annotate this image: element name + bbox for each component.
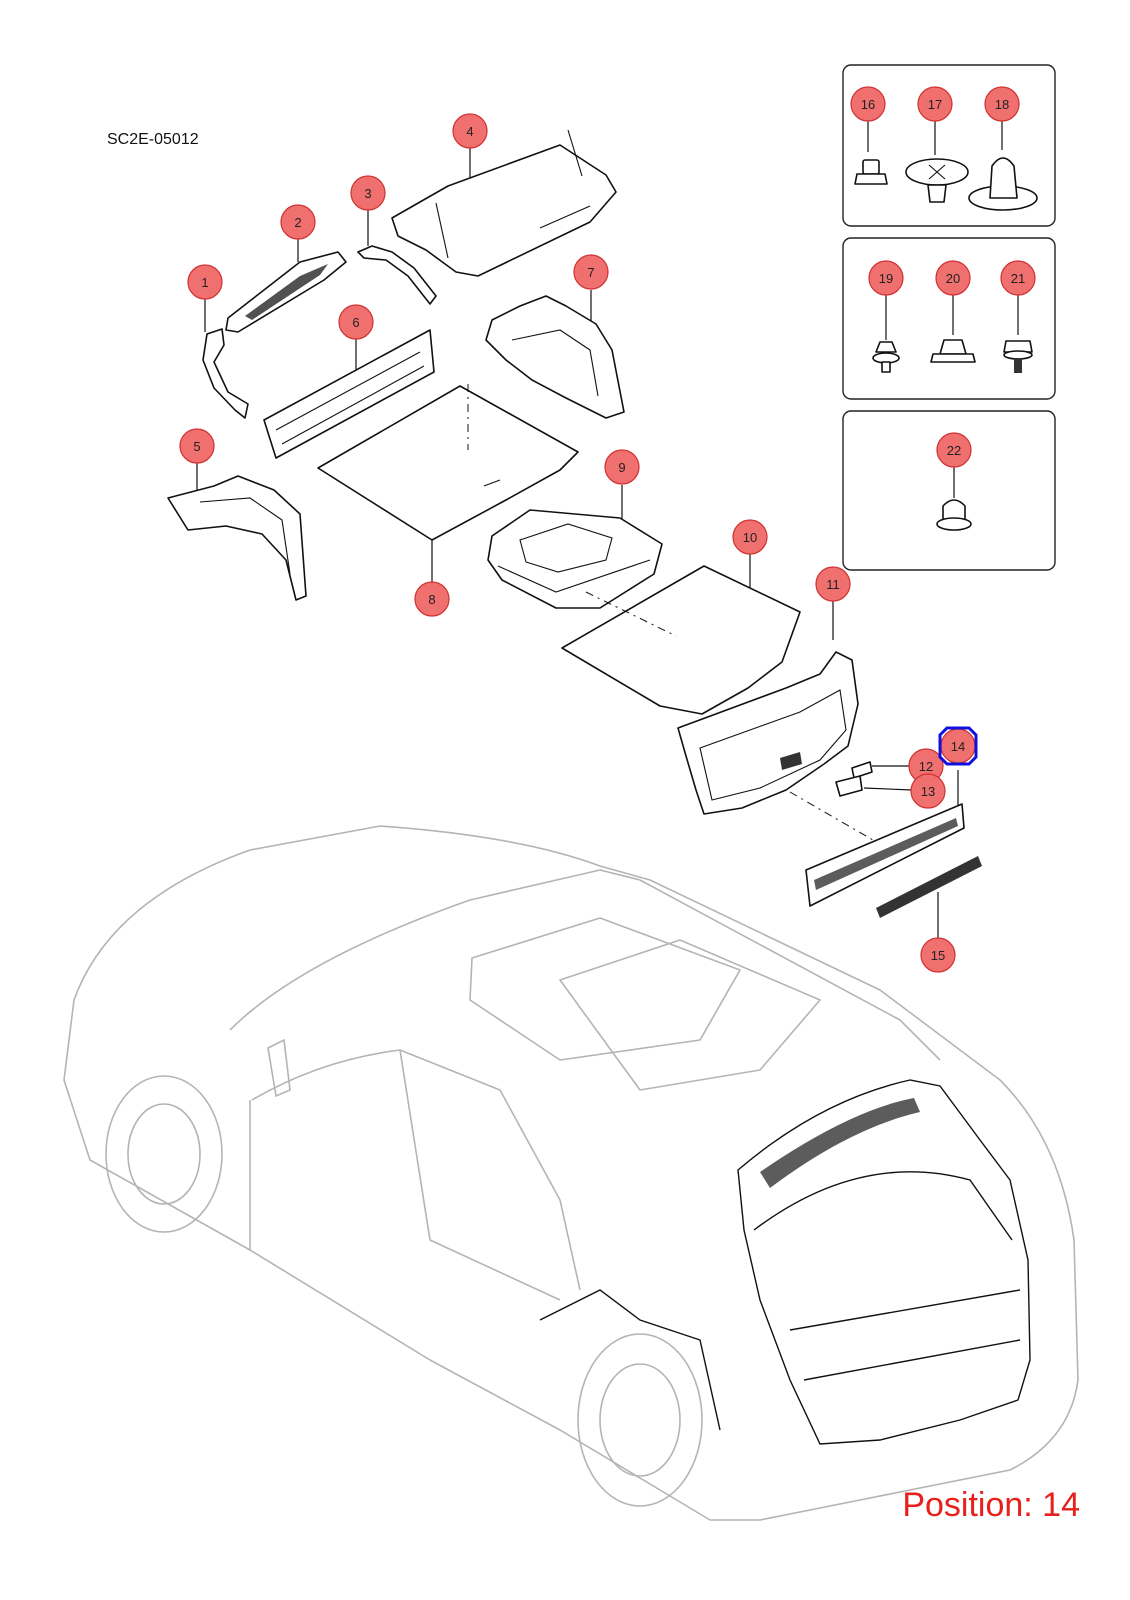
callout-16-label: 16	[861, 97, 875, 112]
callout-5[interactable]: 5	[179, 428, 215, 464]
part-1-pillar-trim	[202, 296, 249, 419]
callout-7-label: 7	[587, 265, 594, 280]
callout-8[interactable]: 8	[414, 581, 450, 617]
position-label: Position: 14	[902, 1486, 1080, 1524]
callout-4[interactable]: 4	[452, 113, 488, 149]
callout-21[interactable]: 21	[1000, 260, 1036, 296]
callout-14-label: 14	[951, 739, 965, 754]
callout-15[interactable]: 15	[920, 937, 956, 973]
part-13-bracket	[835, 775, 913, 797]
callout-1[interactable]: 1	[187, 264, 223, 300]
callout-16[interactable]: 16	[850, 86, 886, 122]
clip-16-part	[854, 159, 888, 185]
part-5-left-quarter-trim	[167, 463, 307, 601]
callout-6[interactable]: 6	[338, 304, 374, 340]
callout-7[interactable]: 7	[573, 254, 609, 290]
part-2-upper-trim	[225, 239, 347, 333]
callouts: 1 2 3 4 5 6 7 8 9 10 11 12 13 14 15 16 1…	[179, 86, 1036, 973]
callout-22[interactable]: 22	[936, 432, 972, 468]
callout-18-label: 18	[995, 97, 1009, 112]
callout-11-label: 11	[826, 577, 840, 592]
callout-3-label: 3	[364, 186, 371, 201]
fastener-box-bottom	[842, 410, 1056, 571]
callout-20-label: 20	[946, 271, 960, 286]
part-14-sill-plate	[805, 770, 965, 907]
callout-11[interactable]: 11	[815, 566, 851, 602]
part-12-bracket	[851, 761, 910, 779]
part-15-scuff-plate	[876, 856, 982, 938]
callout-8-label: 8	[428, 592, 435, 607]
clip-20-part	[930, 339, 976, 363]
callout-19-label: 19	[879, 271, 893, 286]
callout-6-label: 6	[352, 315, 359, 330]
callout-10[interactable]: 10	[732, 519, 768, 555]
part-7-quarter-trim	[485, 290, 625, 419]
part-8-cargo-mat	[317, 384, 579, 583]
callout-2[interactable]: 2	[280, 204, 316, 240]
nut-22-part	[936, 499, 972, 531]
part-9-storage-tray	[487, 485, 663, 609]
callout-15-label: 15	[931, 948, 945, 963]
callout-21-label: 21	[1011, 271, 1025, 286]
part-11-tailgate-trim	[677, 601, 881, 845]
plug-17-part	[905, 158, 969, 203]
callout-10-label: 10	[743, 530, 757, 545]
callout-5-label: 5	[193, 439, 200, 454]
part-6-rear-panel	[263, 329, 435, 459]
callout-13-label: 13	[921, 784, 935, 799]
part-3-d-pillar-molding	[357, 209, 437, 305]
callout-17-label: 17	[928, 97, 942, 112]
callout-20[interactable]: 20	[935, 260, 971, 296]
document-code: SC2E-05012	[107, 131, 199, 148]
callout-9[interactable]: 9	[604, 449, 640, 485]
callout-17[interactable]: 17	[917, 86, 953, 122]
callout-14-highlight-frame	[938, 726, 978, 766]
fastener-box-middle	[842, 237, 1056, 400]
callout-14[interactable]: 14	[938, 726, 978, 766]
clip-19-part	[872, 341, 900, 373]
fastener-box-top	[842, 64, 1056, 227]
cap-18-part	[968, 157, 1038, 211]
callout-4-label: 4	[466, 124, 473, 139]
callout-12-label: 12	[919, 759, 933, 774]
callout-18[interactable]: 18	[984, 86, 1020, 122]
vehicle-outline	[63, 825, 1079, 1521]
callout-3[interactable]: 3	[350, 175, 386, 211]
callout-12[interactable]: 12	[908, 748, 944, 784]
callout-9-label: 9	[618, 460, 625, 475]
callout-19[interactable]: 19	[868, 260, 904, 296]
part-10-floor-board	[561, 554, 801, 715]
callout-13[interactable]: 13	[910, 773, 946, 809]
part-4-parcel-shelf	[391, 129, 617, 277]
callout-2-label: 2	[294, 215, 301, 230]
callout-22-label: 22	[947, 443, 961, 458]
callout-1-label: 1	[201, 275, 208, 290]
bolt-21-part	[1003, 340, 1033, 373]
